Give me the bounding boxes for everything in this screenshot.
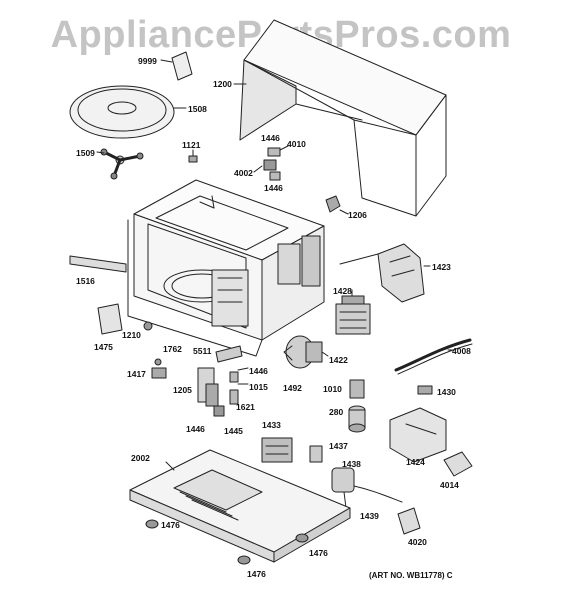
- part-label-280: 280: [329, 407, 344, 417]
- part-label-1200: 1200: [213, 79, 232, 89]
- part-label-4014: 4014: [440, 480, 459, 490]
- part-label-1121: 1121: [182, 140, 201, 150]
- part-label-1621: 1621: [236, 402, 255, 412]
- part-label-1516: 1516: [76, 276, 95, 286]
- part-label-1509: 1509: [76, 148, 95, 158]
- part-label-1446-top: 1446: [261, 133, 280, 143]
- turntable-tray: [69, 85, 187, 139]
- part-label-1428: 1428: [333, 286, 352, 296]
- part-label-1210: 1210: [122, 330, 141, 340]
- oven-cavity: [127, 179, 325, 357]
- part-label-1423: 1423: [432, 262, 451, 272]
- part-label-1445: 1445: [224, 426, 243, 436]
- part-label-1422: 1422: [329, 355, 348, 365]
- manual-card: [160, 51, 193, 81]
- mount-bracket: [389, 407, 473, 477]
- part-label-1476-bottom: 1476: [247, 569, 266, 579]
- outer-case: [233, 19, 447, 217]
- cable-part: [394, 338, 473, 375]
- magnetron-part: [335, 289, 371, 335]
- part-label-1433: 1433: [262, 420, 281, 430]
- part-label-4010: 4010: [287, 139, 306, 149]
- capacitor-diode: [348, 379, 366, 433]
- switch-cluster: [253, 145, 289, 181]
- part-label-5511: 5511: [193, 346, 212, 356]
- part-label-1475: 1475: [94, 342, 113, 352]
- nut-part: [143, 321, 153, 331]
- part-label-1424: 1424: [406, 457, 425, 467]
- part-label-1762: 1762: [163, 344, 182, 354]
- part-label-4008: 4008: [452, 346, 471, 356]
- fan-motor: [283, 335, 329, 369]
- bracket-part: [325, 195, 349, 215]
- base-plate: [129, 449, 351, 563]
- corner-bracket: [397, 507, 421, 535]
- part-label-1205: 1205: [173, 385, 192, 395]
- part-label-1439: 1439: [360, 511, 379, 521]
- art-number: (ART NO. WB11778) C: [369, 571, 453, 580]
- part-label-1446-low: 1446: [186, 424, 205, 434]
- part-label-1476-right: 1476: [309, 548, 328, 558]
- part-label-9999: 9999: [138, 56, 157, 66]
- part-label-1446-mid: 1446: [264, 183, 283, 193]
- part-label-4020: 4020: [408, 537, 427, 547]
- rubber-feet: [145, 519, 309, 565]
- transformer-part: [261, 437, 293, 463]
- part-label-1015: 1015: [249, 382, 268, 392]
- small-bracket: [417, 385, 433, 395]
- part-label-2002: 2002: [131, 453, 150, 463]
- side-plate: [97, 303, 123, 335]
- part-label-1508: 1508: [188, 104, 207, 114]
- roller-support: [96, 148, 144, 180]
- waveguide-part: [339, 243, 431, 303]
- part-label-1010: 1010: [323, 384, 342, 394]
- part-label-1437: 1437: [329, 441, 348, 451]
- part-label-1430: 1430: [437, 387, 456, 397]
- part-label-4002: 4002: [234, 168, 253, 178]
- interlock-switches: [151, 345, 249, 417]
- strip-part: [69, 255, 127, 273]
- hv-capacitor: [331, 467, 403, 509]
- part-label-1417: 1417: [127, 369, 146, 379]
- relay-part: [309, 445, 323, 463]
- part-label-1206: 1206: [348, 210, 367, 220]
- part-label-1476-left: 1476: [161, 520, 180, 530]
- part-label-1446-switch: 1446: [249, 366, 268, 376]
- latch-part: [188, 149, 198, 163]
- part-label-1492: 1492: [283, 383, 302, 393]
- part-label-1438: 1438: [342, 459, 361, 469]
